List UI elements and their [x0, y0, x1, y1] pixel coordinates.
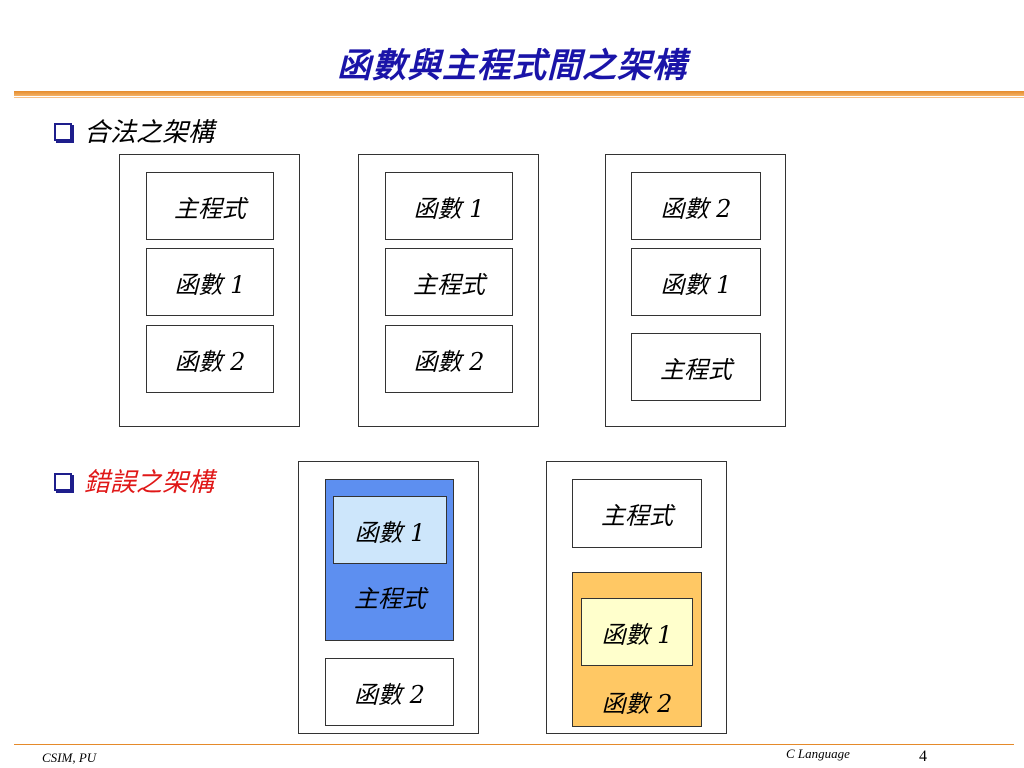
illegal-1-separate-function: 函數 2 — [325, 658, 454, 726]
legal-structure-1: 主程式 函數 1 函數 2 — [119, 154, 300, 427]
legal-3-block-1: 函數 2 — [631, 172, 761, 240]
legal-2-block-2: 主程式 — [385, 248, 513, 316]
legal-3-block-2: 函數 1 — [631, 248, 761, 316]
page-number: 4 — [919, 748, 927, 765]
legal-1-block-3: 函數 2 — [146, 325, 274, 393]
footer-org: CSIM, PU — [42, 750, 97, 765]
illegal-structure-2: 主程式 函數 1 函數 2 — [546, 461, 727, 734]
slide-title: 函數與主程式間之架構 — [337, 46, 687, 86]
legal-3-block-3: 主程式 — [631, 333, 761, 401]
illegal-structure-1: 函數 1 主程式 函數 2 — [298, 461, 479, 734]
illegal-2-main-block: 主程式 — [572, 479, 702, 548]
footer-divider — [14, 744, 1014, 745]
illegal-1-main-label: 主程式 — [354, 584, 426, 613]
legal-structure-2: 函數 1 主程式 函數 2 — [358, 154, 539, 427]
legal-2-block-1: 函數 1 — [385, 172, 513, 240]
illegal-2-func2-block: 函數 1 函數 2 — [572, 572, 702, 727]
section-legal-label: 合法之架構 — [84, 118, 215, 148]
title-divider-thin — [14, 97, 1024, 98]
footer-course: C Language — [786, 746, 850, 761]
checkbox-bullet-icon — [54, 122, 72, 141]
illegal-1-nested-function: 函數 1 — [333, 496, 447, 564]
legal-1-block-2: 函數 1 — [146, 248, 274, 316]
legal-1-block-1: 主程式 — [146, 172, 274, 240]
illegal-1-main-block: 函數 1 主程式 — [325, 479, 454, 641]
section-illegal: 錯誤之架構 — [54, 462, 214, 499]
checkbox-bullet-icon — [54, 472, 72, 491]
title-divider — [14, 91, 1024, 96]
section-legal: 合法之架構 — [54, 112, 214, 149]
section-illegal-label: 錯誤之架構 — [84, 468, 215, 498]
illegal-2-nested-function: 函數 1 — [581, 598, 693, 666]
legal-structure-3: 函數 2 函數 1 主程式 — [605, 154, 786, 427]
illegal-2-func2-label: 函數 2 — [601, 689, 673, 718]
legal-2-block-3: 函數 2 — [385, 325, 513, 393]
